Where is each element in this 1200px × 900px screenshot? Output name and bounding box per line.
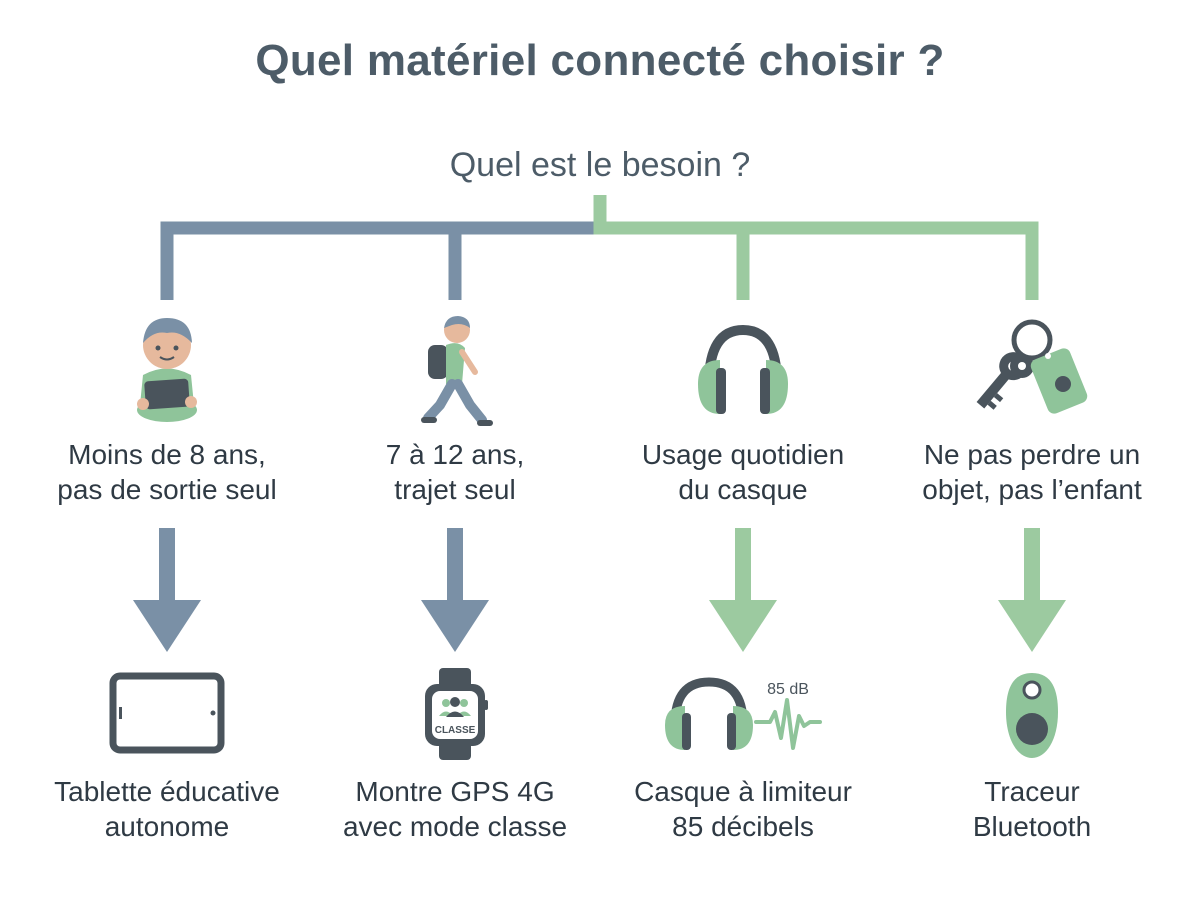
decibel-label: 85 dB [767,681,809,698]
connector-green [593,195,1039,300]
arrow-4 [998,528,1066,652]
headphones-icon [698,324,788,414]
page-title: Quel matériel connecté choisir ? [255,36,945,85]
keys-with-tag-icon [976,319,1088,414]
walking-child-with-backpack-icon [421,316,493,426]
connector-blue [160,221,600,300]
root-question: Quel est le besoin ? [449,146,751,184]
tablet-icon [109,672,225,754]
arrow-3 [709,528,777,652]
connector-lines [160,195,1039,300]
child-with-tablet-icon [137,318,197,422]
arrow-1 [133,528,201,652]
need-label-1: Moins de 8 ans,pas de sortie seul [57,439,277,505]
smartwatch-icon: CLASSE [425,668,488,760]
bluetooth-tracker-icon [1006,673,1058,758]
need-label-2: 7 à 12 ans,trajet seul [385,439,525,505]
arrow-2 [421,528,489,652]
headphones-limiter-icon: 85 dB [665,677,822,750]
watch-screen-label: CLASSE [435,725,476,736]
sound-wave-icon [754,698,822,750]
